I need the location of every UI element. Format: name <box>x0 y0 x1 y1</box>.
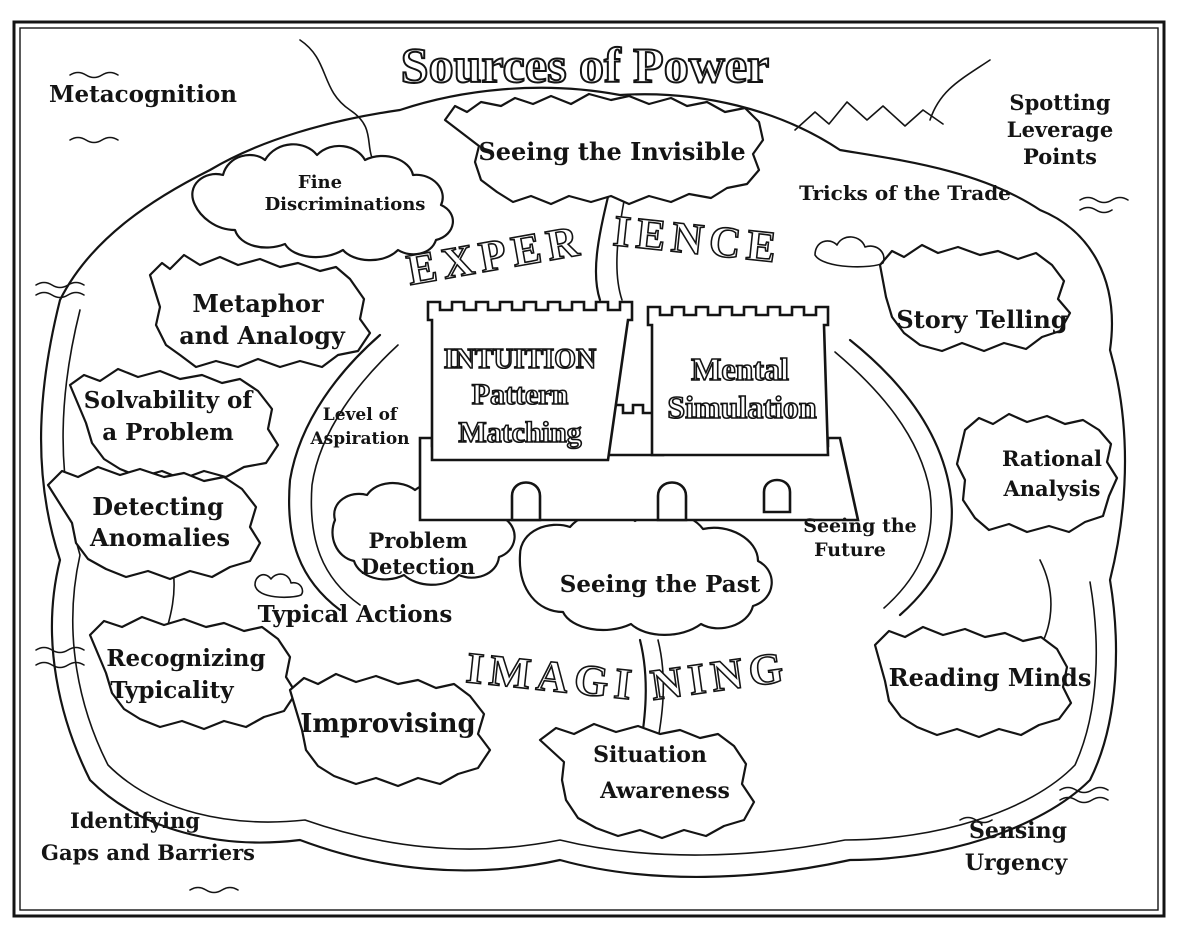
svg-text:Metaphor: Metaphor <box>192 289 324 318</box>
svg-text:Fine: Fine <box>298 172 342 193</box>
region-rational-analysis <box>955 412 1119 534</box>
region-story-telling <box>878 243 1072 353</box>
label-typical-actions: Typical Actions <box>258 601 453 628</box>
label-solvability-of-a-problem: Solvability of a Problem <box>84 387 255 446</box>
svg-text:Awareness: Awareness <box>599 778 730 804</box>
tower-intuition-label: INTUITION Pattern Matching <box>443 343 597 450</box>
label-recognizing-typicality: Recognizing Typicality <box>106 645 265 704</box>
svg-text:Situation: Situation <box>593 742 707 768</box>
svg-text:Matching: Matching <box>458 416 581 449</box>
svg-text:Anomalies: Anomalies <box>89 523 230 552</box>
island-shore-line <box>62 309 1098 856</box>
label-detecting-anomalies: Detecting Anomalies <box>89 492 230 552</box>
label-spotting-leverage-points: Spotting Leverage Points <box>1007 90 1113 169</box>
svg-text:Simulation: Simulation <box>667 389 817 425</box>
water-waves <box>35 71 1129 894</box>
svg-text:Future: Future <box>814 539 886 561</box>
label-identifying-gaps-and-barriers: Identifying Gaps and Barriers <box>41 808 255 865</box>
svg-text:Urgency: Urgency <box>965 850 1069 876</box>
region-situation-awareness <box>538 722 756 840</box>
region-recognizing-typicality <box>88 615 298 731</box>
svg-text:Level of: Level of <box>323 405 399 425</box>
region-fine-discriminations <box>191 143 454 262</box>
svg-text:a Problem: a Problem <box>102 419 233 446</box>
svg-text:Aspiration: Aspiration <box>309 429 409 449</box>
road-east-2 <box>834 351 932 609</box>
label-situation-awareness: Situation Awareness <box>593 742 730 804</box>
region-solvability <box>68 367 280 481</box>
svg-text:Discriminations: Discriminations <box>265 194 426 215</box>
label-seeing-the-future: Seeing the Future <box>803 515 917 561</box>
map-title: Sources of Power <box>401 37 769 93</box>
svg-text:Mental: Mental <box>691 351 789 387</box>
tree-cluster-right <box>814 236 885 268</box>
river-top <box>299 39 381 171</box>
label-fine-discriminations: Fine Discriminations <box>265 172 426 215</box>
experience-right-label: IENCE <box>611 206 785 272</box>
svg-text:Problem: Problem <box>368 528 467 553</box>
svg-text:INTUITION: INTUITION <box>444 344 596 375</box>
label-story-telling: Story Telling <box>896 305 1068 334</box>
svg-text:Detection: Detection <box>361 554 475 579</box>
svg-text:Recognizing: Recognizing <box>106 645 265 672</box>
region-improvising <box>288 672 492 788</box>
region-metaphor-and-analogy <box>148 253 372 369</box>
region-seeing-the-invisible <box>443 92 765 206</box>
region-reading-minds <box>873 625 1073 739</box>
svg-text:Identifying: Identifying <box>70 808 200 833</box>
label-sensing-urgency: Sensing Urgency <box>965 818 1069 876</box>
tower-mental-simulation-label: Mental Simulation <box>667 350 818 426</box>
svg-text:Typicality: Typicality <box>110 677 234 704</box>
svg-text:Points: Points <box>1023 144 1097 169</box>
island-coastline <box>39 86 1127 878</box>
imagining-left-label: IMAGI <box>464 643 640 710</box>
label-seeing-the-past: Seeing the Past <box>560 571 761 598</box>
road-east <box>848 338 953 617</box>
svg-text:Gaps and Barriers: Gaps and Barriers <box>41 840 255 865</box>
tower-mental-simulation <box>646 305 830 457</box>
label-problem-detection: Problem Detection <box>361 528 475 579</box>
label-metaphor-and-analogy: Metaphor and Analogy <box>179 289 346 350</box>
river-top-right <box>929 59 991 121</box>
castle-gate-center <box>656 481 688 522</box>
road-west <box>288 333 382 612</box>
svg-text:Analysis: Analysis <box>1003 476 1101 501</box>
map-inner-frame <box>19 27 1159 911</box>
label-seeing-the-invisible: Seeing the Invisible <box>478 137 745 166</box>
svg-text:Solvability of: Solvability of <box>84 387 255 414</box>
label-metacognition: Metacognition <box>49 81 237 108</box>
region-detecting-anomalies <box>46 465 262 581</box>
imagining-right-label: NING <box>648 642 792 710</box>
label-improvising: Improvising <box>300 709 475 739</box>
castle <box>418 300 860 522</box>
label-tricks-of-the-trade: Tricks of the Trade <box>799 181 1011 205</box>
castle-gate-left <box>510 481 542 522</box>
svg-text:Sensing: Sensing <box>969 818 1067 844</box>
svg-text:Spotting: Spotting <box>1009 90 1111 115</box>
road-west-2 <box>310 344 399 606</box>
svg-text:and Analogy: and Analogy <box>179 321 346 350</box>
svg-text:Seeing the: Seeing the <box>803 515 917 537</box>
svg-text:Detecting: Detecting <box>92 492 224 521</box>
svg-text:Rational: Rational <box>1002 446 1102 471</box>
label-rational-analysis: Rational Analysis <box>1002 446 1102 501</box>
tree-cluster-left <box>254 573 304 599</box>
mountains <box>794 101 944 131</box>
label-reading-minds: Reading Minds <box>889 663 1092 692</box>
castle-gate-right <box>762 478 792 514</box>
map-frame <box>12 20 1166 918</box>
svg-text:Leverage: Leverage <box>1007 117 1113 142</box>
svg-text:Pattern: Pattern <box>472 378 569 411</box>
tower-intuition <box>426 300 634 462</box>
label-level-of-aspiration: Level of Aspiration <box>309 405 409 449</box>
